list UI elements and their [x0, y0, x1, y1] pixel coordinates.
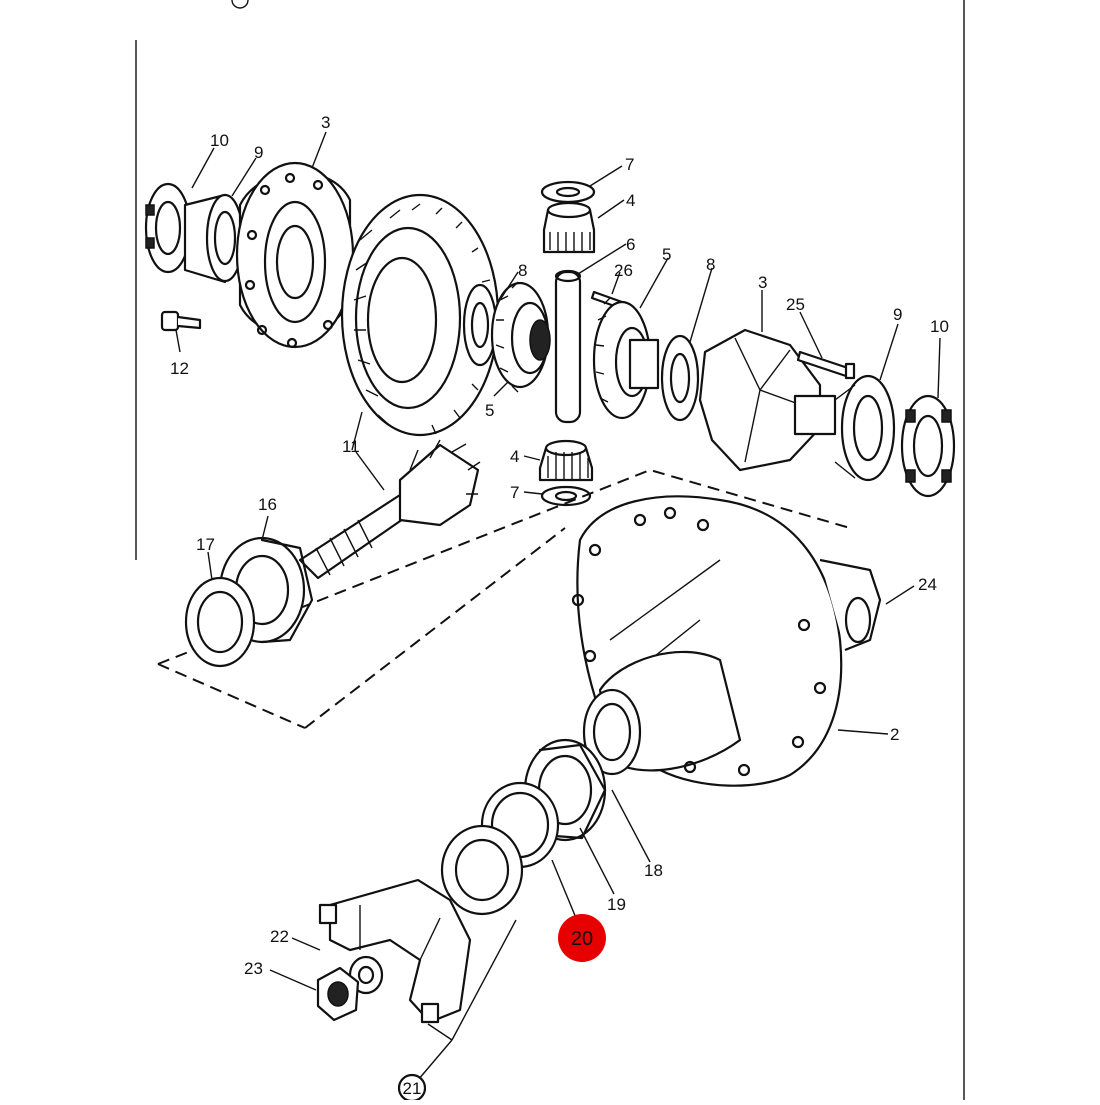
label-10-left: 10 [210, 131, 229, 150]
part-5-left-side-gear [490, 281, 551, 393]
label-8-right: 8 [706, 255, 715, 274]
part-11-ring-gear [340, 193, 500, 437]
label-19: 19 [607, 895, 626, 914]
part-4-top-pinion [542, 201, 596, 254]
label-17: 17 [196, 535, 215, 554]
part-8-left-washer [462, 283, 498, 367]
label-6: 6 [626, 235, 635, 254]
part-5-right-side-gear [592, 297, 660, 420]
part-11-pinion-shaft [298, 439, 481, 580]
label-7-bottom: 7 [510, 483, 519, 502]
part-8-right-washer [660, 334, 700, 422]
part-7-bottom-washer [540, 485, 592, 507]
part-3-left-case [235, 161, 355, 349]
label-20: 20 [571, 928, 593, 950]
part-9-left-bearing [183, 193, 245, 284]
part-4-bottom-pinion [538, 439, 594, 482]
top-fragment [231, 0, 249, 9]
label-5-right: 5 [662, 245, 671, 264]
part-2-carrier-housing [571, 495, 882, 787]
part-20-shim [440, 824, 524, 916]
part-10-right-nut [900, 394, 956, 498]
part-25-bolt [796, 350, 856, 380]
label-11: 11 [342, 437, 360, 456]
label-3-right: 3 [758, 273, 767, 292]
leader-lines [175, 131, 941, 1081]
part-3-right-case [698, 328, 837, 472]
label-16: 16 [258, 495, 277, 514]
label-5-left: 5 [485, 401, 494, 420]
label-22: 22 [270, 927, 289, 946]
part-21-yoke [318, 878, 472, 1024]
group-outline [157, 468, 851, 729]
label-10-right: 10 [930, 317, 949, 336]
label-4-top: 4 [626, 191, 635, 210]
label-4-bottom: 4 [510, 447, 519, 466]
label-9-right: 9 [893, 305, 902, 324]
group-outline-bottom [157, 663, 306, 729]
label-9-left: 9 [254, 143, 263, 162]
label-18: 18 [644, 861, 663, 880]
label-7-top: 7 [625, 155, 634, 174]
part-17-seal [184, 576, 256, 668]
highlight-marker [558, 914, 606, 962]
label-8-left: 8 [518, 261, 527, 280]
label-3-left: 3 [321, 113, 330, 132]
label-24: 24 [918, 575, 937, 594]
part-6-cross-shaft [554, 269, 582, 424]
label-23: 23 [244, 959, 263, 978]
label-21: 21 [403, 1079, 422, 1098]
label-25: 25 [786, 295, 805, 314]
part-labels: 10 9 3 7 4 6 26 5 8 3 8 25 9 10 12 5 11 … [170, 113, 949, 1103]
part-9-right-bearing [834, 374, 896, 482]
part-10-left-nut [144, 182, 192, 274]
label-2: 2 [890, 725, 899, 744]
label-26: 26 [614, 261, 633, 280]
part-12-bolt [160, 310, 202, 332]
part-23-nut [316, 966, 360, 1022]
label-12: 12 [170, 359, 189, 378]
part-7-top-washer [540, 180, 596, 204]
